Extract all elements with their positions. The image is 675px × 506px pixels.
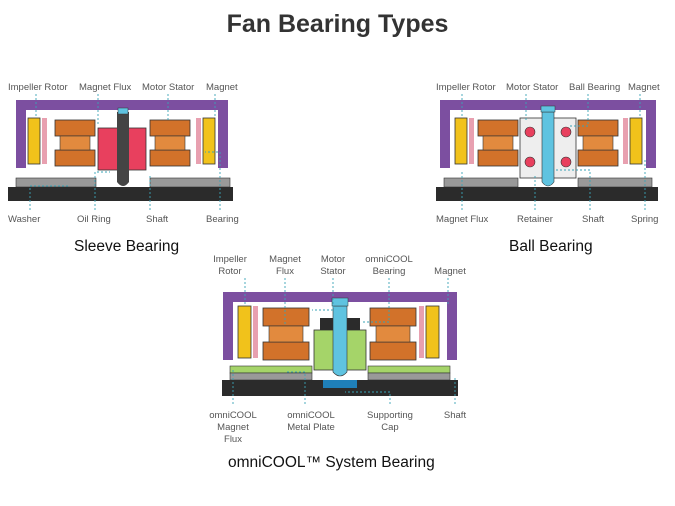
omni-label-bottom-flux-2: Magnet — [217, 422, 249, 433]
omni-magnet-right — [425, 305, 440, 359]
ball-label-retainer: Retainer — [517, 214, 553, 225]
omni-stator-left-top — [262, 307, 310, 327]
ball-shaft — [541, 111, 555, 187]
sleeve-shaft-cap — [117, 107, 129, 115]
omni-flux-right — [419, 306, 424, 358]
omni-label-motor-stator-1: Motor — [321, 254, 345, 265]
omni-washer-left — [229, 372, 313, 381]
ball-bearing-diagram: Impeller Rotor Motor Stator Ball Bearing… — [436, 82, 660, 225]
sleeve-label-magnet: Magnet — [206, 82, 238, 93]
ball-label-magnet: Magnet — [628, 82, 660, 93]
omni-impeller-housing — [223, 292, 457, 360]
omni-label-magnet: Magnet — [434, 266, 466, 277]
sleeve-stator-right-bottom — [149, 149, 191, 167]
ball-stator-left-top — [477, 119, 519, 137]
ball-label-spring: Spring — [631, 214, 658, 225]
ball-bearing-ball-3 — [524, 156, 536, 168]
ball-label-impeller-rotor: Impeller Rotor — [436, 82, 496, 93]
omnicool-bearing-caption: omniCOOL™ System Bearing — [228, 454, 435, 471]
ball-stator-right-top — [577, 119, 619, 137]
omni-washer-right — [367, 372, 451, 381]
ball-washer-left — [443, 177, 519, 188]
omni-label-supporting-cap-1: Supporting — [367, 410, 413, 421]
omni-stator-right-bottom — [369, 341, 417, 361]
ball-label-ball-bearing: Ball Bearing — [569, 82, 620, 93]
ball-flux-left — [469, 118, 474, 164]
ball-magnet-right — [629, 117, 643, 165]
ball-label-shaft: Shaft — [582, 214, 605, 225]
omni-label-omnicool-bearing-2: Bearing — [373, 266, 406, 277]
omni-flux-left — [253, 306, 258, 358]
ball-stator-right-core — [582, 135, 614, 151]
sleeve-stator-right-top — [149, 119, 191, 137]
omni-label-motor-stator-2: Stator — [320, 266, 345, 277]
sleeve-base-plate — [8, 187, 233, 201]
omni-label-omnicool-bearing-1: omniCOOL — [365, 254, 413, 265]
ball-shaft-cap — [540, 105, 556, 113]
ball-flux-right — [623, 118, 628, 164]
omni-stator-right-top — [369, 307, 417, 327]
ball-washer-right — [577, 177, 653, 188]
omni-label-magnet-flux-1: Magnet — [269, 254, 301, 265]
sleeve-shaft — [117, 112, 129, 186]
sleeve-flux-right — [196, 118, 201, 164]
ball-magnet-left — [454, 117, 468, 165]
ball-label-motor-stator: Motor Stator — [506, 82, 558, 93]
sleeve-label-oil-ring: Oil Ring — [77, 214, 111, 225]
sleeve-label-washer: Washer — [8, 214, 40, 225]
sleeve-label-motor-stator: Motor Stator — [142, 82, 194, 93]
sleeve-impeller-housing — [16, 100, 228, 168]
ball-bearing-ball-2 — [560, 126, 572, 138]
ball-label-magnet-flux: Magnet Flux — [436, 214, 489, 225]
sleeve-bearing-caption: Sleeve Bearing — [74, 238, 180, 255]
ball-stator-right-bottom — [577, 149, 619, 167]
omni-magnet-left — [237, 305, 252, 359]
omni-label-metal-plate-2: Metal Plate — [287, 422, 335, 433]
sleeve-label-bearing: Bearing — [206, 214, 239, 225]
sleeve-flux-left — [42, 118, 47, 164]
omni-stator-left-bottom — [262, 341, 310, 361]
ball-bearing-caption: Ball Bearing — [509, 238, 593, 255]
omni-supporting-cap-top — [323, 380, 357, 388]
omni-stator-left-core — [268, 325, 304, 343]
omni-label-shaft: Shaft — [444, 410, 467, 421]
sleeve-label-shaft: Shaft — [146, 214, 169, 225]
omni-shaft-cap — [331, 297, 349, 307]
sleeve-stator-left-top — [54, 119, 96, 137]
omni-label-rotor: Rotor — [218, 266, 241, 277]
sleeve-bearing-diagram: Impeller Rotor Magnet Flux Motor Stator … — [8, 82, 239, 225]
sleeve-label-impeller-rotor: Impeller Rotor — [8, 82, 68, 93]
omni-label-bottom-flux-3: Flux — [224, 434, 242, 445]
sleeve-magnet-left — [27, 117, 41, 165]
sleeve-washer-right — [149, 177, 231, 188]
sleeve-magnet-right — [202, 117, 216, 165]
omni-label-supporting-cap-2: Cap — [381, 422, 398, 433]
ball-stator-left-core — [482, 135, 514, 151]
sleeve-stator-left-bottom — [54, 149, 96, 167]
ball-base-plate — [436, 187, 658, 201]
omni-shaft — [332, 305, 348, 377]
omni-label-bottom-flux-1: omniCOOL — [209, 410, 257, 421]
omni-label-metal-plate-1: omniCOOL — [287, 410, 335, 421]
omnicool-bearing-diagram: Impeller Rotor Magnet Flux Motor Stator … — [209, 254, 466, 445]
ball-bearing-ball-1 — [524, 126, 536, 138]
sleeve-label-magnet-flux: Magnet Flux — [79, 82, 132, 93]
omni-label-impeller: Impeller — [213, 254, 247, 265]
ball-stator-left-bottom — [477, 149, 519, 167]
sleeve-stator-right-core — [154, 135, 186, 151]
omni-metal-plate-right — [367, 365, 451, 374]
omni-label-magnet-flux-2: Flux — [276, 266, 294, 277]
sleeve-stator-left-core — [59, 135, 91, 151]
omni-stator-right-core — [375, 325, 411, 343]
ball-bearing-ball-4 — [560, 156, 572, 168]
page-title: Fan Bearing Types — [226, 10, 449, 38]
